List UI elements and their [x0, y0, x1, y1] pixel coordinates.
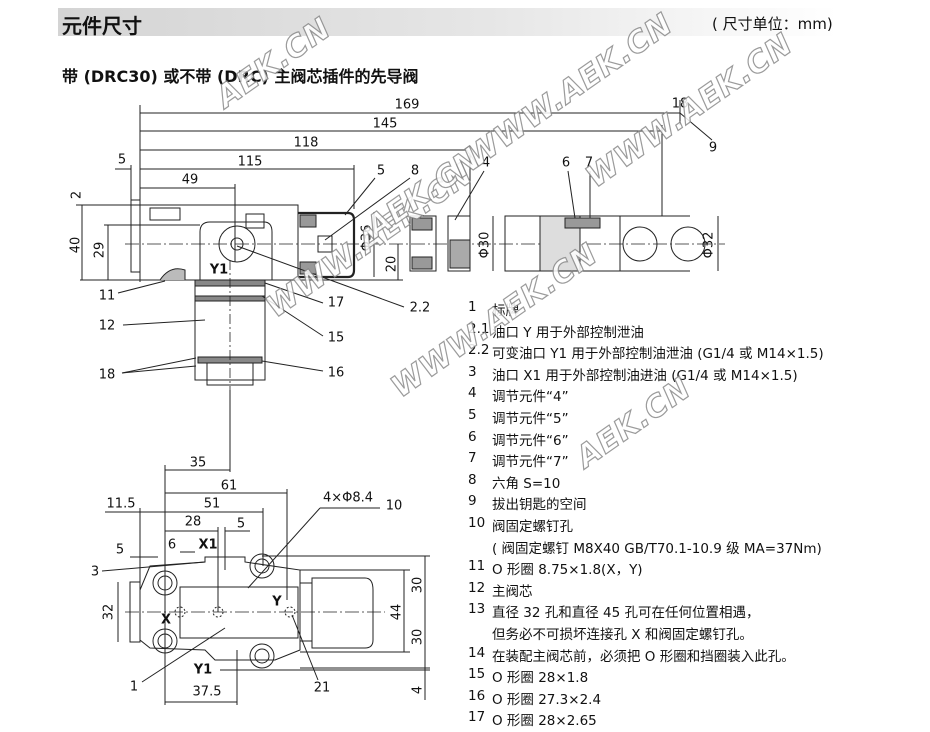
callout-18: 18: [98, 367, 116, 383]
dim-40: 40: [68, 236, 84, 254]
dim-5: 5: [117, 152, 127, 168]
callout-17: 17: [327, 295, 345, 311]
callout-5: 5: [376, 163, 386, 179]
port-x1-label: X1: [198, 537, 218, 553]
dim-51: 51: [203, 496, 221, 512]
callout-7: 7: [584, 155, 594, 171]
dim-29: 29: [92, 241, 108, 259]
dim-169: 169: [394, 97, 420, 113]
dim-5-right: 5: [236, 516, 246, 532]
dim-115: 115: [237, 154, 263, 170]
callout-4: 4: [481, 155, 491, 171]
callout-11: 11: [98, 288, 116, 304]
dim-5-left: 5: [115, 542, 125, 558]
dim-44: 44: [389, 603, 405, 621]
callout-9: 9: [708, 140, 718, 156]
dim-30-top: 30: [410, 576, 426, 594]
dim-118: 118: [293, 135, 319, 151]
dim-2: 2: [69, 190, 85, 200]
subtitle: 带 (DRC30) 或不带 (DRC) 主阀芯插件的先导阀: [62, 67, 419, 86]
callout-6: 6: [561, 155, 571, 171]
unit-note: ( 尺寸单位：mm): [712, 15, 833, 33]
dim-phi32: Φ32: [701, 231, 717, 259]
dim-32: 32: [101, 603, 117, 621]
dim-phi30: Φ30: [477, 231, 493, 259]
dim-11-5: 11.5: [106, 496, 136, 512]
dim-61: 61: [220, 478, 238, 494]
bottom-view: [101, 390, 430, 705]
callout-8: 8: [410, 163, 420, 179]
dim-18: 18: [671, 96, 689, 112]
callout-1: 1: [129, 679, 139, 695]
top-view: [76, 100, 725, 390]
dim-35: 35: [189, 455, 207, 471]
callout-2-2: 2.2: [409, 300, 431, 316]
section-header-bar: [58, 8, 838, 36]
dim-holes: 4×Φ8.4: [322, 490, 374, 506]
dim-4: 4: [410, 685, 426, 695]
callout-16: 16: [327, 365, 345, 381]
dim-6: 6: [167, 537, 177, 553]
dim-49: 49: [181, 172, 199, 188]
dim-20: 20: [384, 255, 400, 273]
dim-30-bottom: 30: [410, 628, 426, 646]
callout-12: 12: [98, 318, 116, 334]
port-x-label: X: [160, 612, 172, 628]
section-title: 元件尺寸: [62, 14, 142, 38]
dim-28: 28: [184, 514, 202, 530]
port-y1-bottom-label: Y1: [193, 662, 213, 678]
callout-15: 15: [327, 330, 345, 346]
dim-145: 145: [372, 116, 398, 132]
callout-10: 10: [385, 498, 403, 514]
dim-37-5: 37.5: [192, 684, 222, 700]
port-y-label: Y: [272, 594, 282, 610]
callout-3: 3: [90, 564, 100, 580]
port-y1-label: Y1: [209, 262, 229, 278]
callout-21: 21: [313, 680, 331, 696]
